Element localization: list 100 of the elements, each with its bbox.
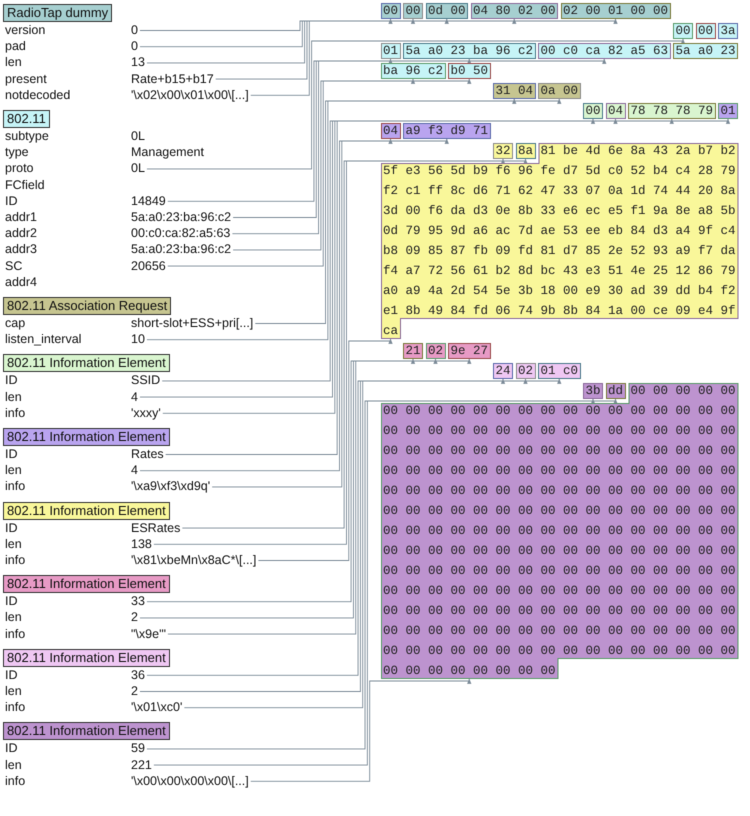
connector-arrow [165, 118, 730, 455]
field-name: subtype [5, 129, 49, 144]
hex-bytes: 00 [696, 23, 716, 39]
hex-bytes: 04 80 02 00 [470, 3, 558, 19]
hex-bytes: 01 [380, 43, 400, 59]
field-name: info [5, 774, 26, 789]
hex-bytes: b0 50 [448, 63, 490, 79]
field-name: ID [5, 668, 18, 683]
connector-arrow [258, 338, 393, 561]
connector-arrow [146, 18, 449, 64]
hex-bytes: 00 [380, 3, 400, 19]
connector-arrow [182, 158, 506, 529]
field-name: len [5, 684, 22, 699]
field-value: '\x00\x00\x00\x00\[...] [131, 774, 249, 789]
hex-bytes: 02 [516, 363, 536, 379]
hex-bytes: 01 [718, 103, 738, 119]
field-value: "\x9e'" [131, 626, 166, 642]
field-name: len [5, 536, 22, 552]
hex-bytes: a9 f3 d9 71 [403, 123, 490, 139]
connector-arrow [140, 18, 393, 31]
connector-arrow [250, 678, 472, 782]
layer-header: 802.11 Information Element [3, 428, 170, 446]
connector-arrow [167, 358, 472, 635]
connector-arrow [146, 358, 416, 602]
field-value: 0L [131, 129, 145, 144]
field-value: 2 [131, 610, 138, 626]
hex-bytes: 3b [583, 383, 603, 399]
field-name: addr1 [5, 210, 37, 225]
field-value: 10 [131, 332, 145, 348]
field-name: len [5, 55, 22, 70]
hex-bytes: ba 96 c2 [380, 63, 446, 79]
field-value: Management [131, 145, 204, 160]
hex-bytes: 31 04 [493, 83, 536, 99]
field-value: Rates [131, 447, 164, 462]
layer-header: 802.11 [3, 110, 50, 128]
field-value: 4 [131, 390, 138, 405]
field-value: 221 [131, 758, 152, 773]
field-name: addr4 [5, 274, 37, 290]
connector-arrow [184, 378, 562, 708]
field-name: info [5, 626, 26, 642]
field-name: ID [5, 520, 18, 536]
hex-bytes: 21 [403, 343, 423, 359]
field-name: info [5, 479, 26, 494]
hex-bytes: 04 [606, 103, 626, 119]
connector-arrow [254, 98, 516, 324]
hex-bytes: dd [606, 383, 626, 399]
field-value: 00:c0:ca:82:a5:63 [131, 226, 230, 242]
connector-arrow [146, 38, 686, 170]
field-name: listen_interval [5, 332, 82, 348]
field-name: len [5, 390, 22, 405]
hex-bytes: 5a a0 23 ba 96 c2 [403, 43, 536, 59]
hex-bytes: 0a 00 [538, 83, 580, 99]
field-name: ID [5, 741, 18, 756]
field-name: info [5, 553, 26, 568]
field-value: 13 [131, 55, 145, 70]
hex-bytes: 9e 27 [448, 343, 490, 359]
field-name: notdecoded [5, 88, 70, 103]
hex-bytes: 02 00 01 00 00 [560, 3, 670, 19]
connector-arrow [232, 58, 472, 218]
connector-arrow [146, 98, 562, 340]
field-value: 36 [131, 668, 145, 683]
hex-bytes: 00 [583, 103, 603, 119]
field-value: 5a:a0:23:ba:96:c2 [131, 242, 232, 258]
connector-arrow [232, 58, 606, 234]
field-value: '\x81\xbeMn\x8aC*\[...] [131, 553, 256, 568]
field-value: Rate+b15+b17 [131, 72, 214, 87]
connector-arrow [250, 18, 618, 96]
field-value: short-slot+ESS+pri[...] [131, 316, 254, 331]
field-name: ID [5, 447, 18, 462]
connector-arrow [162, 118, 674, 414]
field-value: 20656 [131, 258, 166, 274]
field-name: len [5, 610, 22, 626]
hex-bytes: 3a [718, 23, 738, 39]
hex-bytes: 00 [403, 3, 423, 19]
field-value: '\xa9\xf3\xd9q' [131, 479, 210, 494]
field-name: addr2 [5, 226, 37, 242]
hex-bytes: 32 [493, 143, 513, 159]
field-name: present [5, 72, 47, 87]
field-value: 33 [131, 594, 145, 610]
field-name: SC [5, 258, 22, 274]
field-value: 'xxxy' [131, 406, 161, 421]
connector-arrow [140, 18, 416, 48]
field-name: info [5, 406, 26, 421]
connector-arrow [212, 138, 449, 488]
field-name: proto [5, 161, 34, 176]
connector-arrow [140, 358, 438, 618]
layer-header: 802.11 Information Element [3, 722, 170, 740]
field-name: ID [5, 594, 18, 610]
field-value: 2 [131, 684, 138, 699]
layer-header: 802.11 Information Element [3, 502, 170, 520]
field-name: len [5, 463, 22, 478]
field-name: type [5, 145, 29, 160]
hex-bytes: 8a [516, 143, 536, 159]
hex-bytes: 78 78 78 79 [628, 103, 716, 119]
connector-arrow [215, 18, 516, 80]
field-value: '\x02\x00\x01\x00\[...] [131, 88, 249, 103]
connector-arrow [167, 78, 472, 267]
hex-bytes: 02 [426, 343, 446, 359]
hex-bytes: 04 [380, 123, 400, 139]
field-value: 0 [131, 23, 138, 38]
